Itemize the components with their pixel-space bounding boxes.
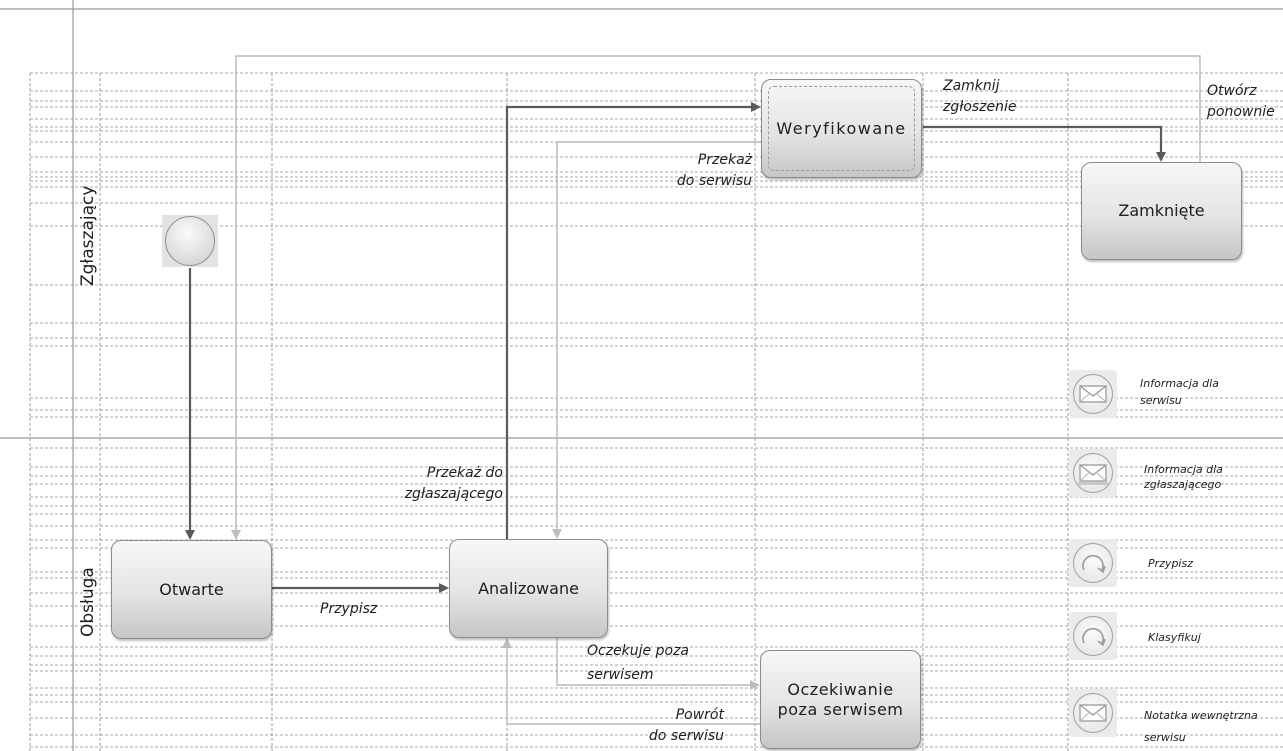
legend-label-internal-note-line1: Notatka wewnętrzna xyxy=(1144,709,1258,722)
flow-oczekiwanie-to-analizowane xyxy=(502,638,760,725)
lane-label-service: Obsługa xyxy=(78,567,98,637)
label-return-to-service: Powrót do serwisu xyxy=(649,705,724,747)
label-reopen-line2: ponownie xyxy=(1207,104,1275,120)
legend-icon-info-reporter xyxy=(1069,449,1117,497)
label-forward-reporter-line2: zgłaszającego xyxy=(404,486,503,502)
legend-label-classify-text: Klasyfikuj xyxy=(1148,631,1201,644)
label-waits-line1: Oczekuje poza xyxy=(587,643,689,659)
legend-label-info-service-line2: serwisu xyxy=(1140,394,1182,407)
legend-label-classify: Klasyfikuj xyxy=(1148,629,1201,646)
label-reopen: Otwórz ponownie xyxy=(1207,81,1275,123)
legend-label-info-reporter-line1: Informacja dla xyxy=(1144,463,1223,476)
envelope-icon xyxy=(1078,464,1108,485)
label-forward-to-service: Przekaż do serwisu xyxy=(677,150,752,192)
state-otwarte[interactable]: Otwarte xyxy=(111,540,272,639)
label-forward-to-reporter: Przekaż do zgłaszającego xyxy=(405,463,503,505)
state-zamkniete[interactable]: Zamknięte xyxy=(1081,162,1242,260)
start-event[interactable] xyxy=(162,215,218,267)
state-oczekiwanie[interactable]: Oczekiwanie poza serwisem xyxy=(760,650,921,749)
label-close-line2: zgłoszenie xyxy=(943,99,1017,115)
state-weryfikowane[interactable]: Weryfikowane xyxy=(761,79,922,178)
label-forward-reporter-line1: Przekaż do xyxy=(426,465,503,481)
label-assign-text: Przypisz xyxy=(320,601,378,617)
state-zamkniete-label: Zamknięte xyxy=(1118,201,1205,221)
legend-label-info-service-line1: Informacja dla xyxy=(1140,377,1219,390)
state-analizowane-label: Analizowane xyxy=(478,578,579,598)
label-forward-service-line1: Przekaż xyxy=(697,152,752,168)
state-oczekiwanie-label-1: Oczekiwanie xyxy=(787,680,894,700)
label-reopen-line1: Otwórz xyxy=(1207,83,1257,99)
legend-label-assign: Przypisz xyxy=(1148,555,1193,572)
legend-label-info-reporter: Informacja dla zgłaszającego xyxy=(1144,462,1223,492)
label-forward-service-line2: do serwisu xyxy=(676,173,752,189)
legend-icon-classify xyxy=(1069,612,1117,660)
state-weryfikowane-label: Weryfikowane xyxy=(776,118,907,138)
legend-label-info-reporter-line2: zgłaszającego xyxy=(1144,478,1222,491)
legend-icon-info-service xyxy=(1069,370,1117,418)
legend-icon-internal-note xyxy=(1069,689,1117,737)
flow-analizowane-to-weryfikowane xyxy=(505,102,761,539)
envelope-icon xyxy=(1079,704,1107,722)
flow-analizowane-to-oczekiwanie xyxy=(556,638,760,690)
legend-label-internal-note: Notatka wewnętrzna serwisu xyxy=(1144,705,1258,749)
label-assign: Przypisz xyxy=(320,599,377,620)
label-return-line2: do serwisu xyxy=(648,728,724,744)
cycle-arrow-icon xyxy=(1082,627,1106,647)
envelope-icon xyxy=(1079,385,1107,403)
flow-weryfikowane-to-zamkniete xyxy=(923,125,1166,162)
state-oczekiwanie-label-2: poza serwisem xyxy=(777,699,904,719)
start-event-circle xyxy=(165,216,215,266)
state-analizowane[interactable]: Analizowane xyxy=(449,539,608,638)
label-return-line1: Powrót xyxy=(675,707,724,723)
legend-label-assign-text: Przypisz xyxy=(1148,557,1193,570)
flow-weryfikowane-to-analizowane xyxy=(552,141,761,539)
cycle-arrow-icon xyxy=(1082,554,1106,574)
legend-label-internal-note-line2: serwisu xyxy=(1144,731,1186,744)
label-waits-line2: serwisem xyxy=(587,667,654,683)
state-otwarte-label: Otwarte xyxy=(159,579,224,599)
lane-label-reporter: Zgłaszający xyxy=(78,185,98,286)
legend-label-info-service: Informacja dla serwisu xyxy=(1140,375,1219,409)
label-close-request: Zamknij zgłoszenie xyxy=(943,76,1016,118)
label-close-line1: Zamknij xyxy=(943,78,1000,94)
label-waits-outside: Oczekuje poza serwisem xyxy=(587,639,689,687)
legend-icon-assign xyxy=(1069,539,1117,587)
flow-zamkniete-to-otwarte xyxy=(231,55,1201,540)
